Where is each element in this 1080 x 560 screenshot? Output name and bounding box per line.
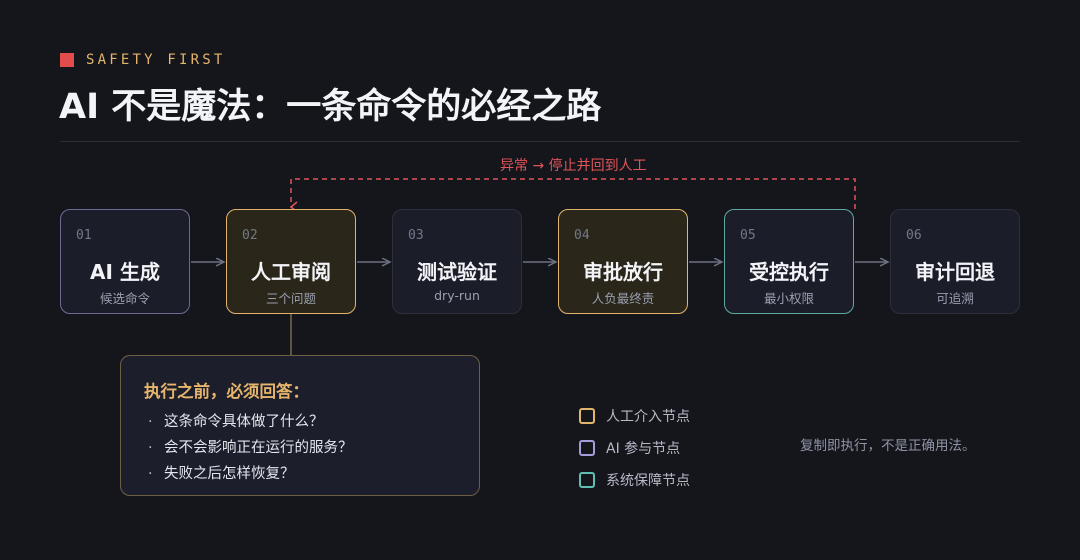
- legend-swatch-icon: [579, 408, 595, 424]
- legend-item-system: 系统保障节点: [579, 464, 690, 496]
- step-test-verify: 03 测试验证 dry-run: [392, 209, 522, 314]
- footer-note: 复制即执行，不是正确用法。: [800, 438, 976, 454]
- step-title: 人工审阅: [251, 260, 331, 284]
- step-approval: 04 审批放行 人负最终责: [558, 209, 688, 314]
- list-item: · 这条命令具体做了什么？: [148, 412, 353, 438]
- question-text: 会不会影响正在运行的服务？: [164, 440, 353, 456]
- step-subtitle: 候选命令: [99, 291, 150, 306]
- step-subtitle: 三个问题: [265, 291, 316, 306]
- step-subtitle: 可追溯: [936, 291, 974, 306]
- review-questions-callout: 执行之前，必须回答： · 这条命令具体做了什么？ · 会不会影响正在运行的服务？ ·…: [120, 355, 480, 496]
- legend-item-ai: AI 参与节点: [579, 432, 690, 464]
- bullet-icon: ·: [148, 466, 153, 482]
- step-subtitle: 最小权限: [763, 291, 814, 306]
- step-title: 测试验证: [417, 260, 497, 284]
- legend: 人工介入节点 AI 参与节点 系统保障节点: [579, 400, 690, 496]
- step-subtitle: 人负最终责: [591, 291, 655, 306]
- step-number: 01: [76, 228, 92, 243]
- step-number: 06: [906, 228, 922, 243]
- bullet-icon: ·: [148, 440, 153, 456]
- callout-title: 执行之前，必须回答：: [144, 382, 309, 401]
- step-number: 03: [408, 228, 424, 243]
- step-title: 审批放行: [583, 260, 663, 284]
- question-text: 这条命令具体做了什么？: [164, 414, 324, 430]
- step-subtitle: dry-run: [434, 288, 480, 303]
- legend-label: 人工介入节点: [606, 409, 690, 425]
- step-ai-generate: 01 AI 生成 候选命令: [60, 209, 190, 314]
- eyebrow: SAFETY FIRST: [60, 51, 226, 69]
- eyebrow-text: SAFETY FIRST: [86, 52, 226, 68]
- page-title: AI 不是魔法：一条命令的必经之路: [59, 87, 602, 127]
- step-title: 受控执行: [749, 260, 829, 284]
- legend-label: AI 参与节点: [606, 441, 681, 457]
- legend-swatch-icon: [579, 472, 595, 488]
- step-audit-rollback: 06 审计回退 可追溯: [890, 209, 1020, 314]
- question-text: 失败之后怎样恢复？: [164, 466, 295, 482]
- question-list: · 这条命令具体做了什么？ · 会不会影响正在运行的服务？ · 失败之后怎样恢复？: [148, 412, 353, 490]
- legend-item-human: 人工介入节点: [579, 400, 690, 432]
- legend-swatch-icon: [579, 440, 595, 456]
- step-number: 05: [740, 228, 756, 243]
- step-controlled-execution: 05 受控执行 最小权限: [724, 209, 854, 314]
- red-square-icon: [60, 53, 74, 67]
- loop-label: 异常 → 停止并回到人工: [500, 158, 647, 174]
- list-item: · 失败之后怎样恢复？: [148, 464, 353, 490]
- loop-back-arrow: [289, 178, 856, 213]
- step-human-review: 02 人工审阅 三个问题: [226, 209, 356, 314]
- title-divider: [60, 141, 1020, 142]
- step-title: 审计回退: [915, 260, 995, 284]
- legend-label: 系统保障节点: [606, 473, 690, 489]
- step-number: 04: [574, 228, 590, 243]
- bullet-icon: ·: [148, 414, 153, 430]
- list-item: · 会不会影响正在运行的服务？: [148, 438, 353, 464]
- step-number: 02: [242, 228, 258, 243]
- step-title: AI 生成: [90, 260, 160, 284]
